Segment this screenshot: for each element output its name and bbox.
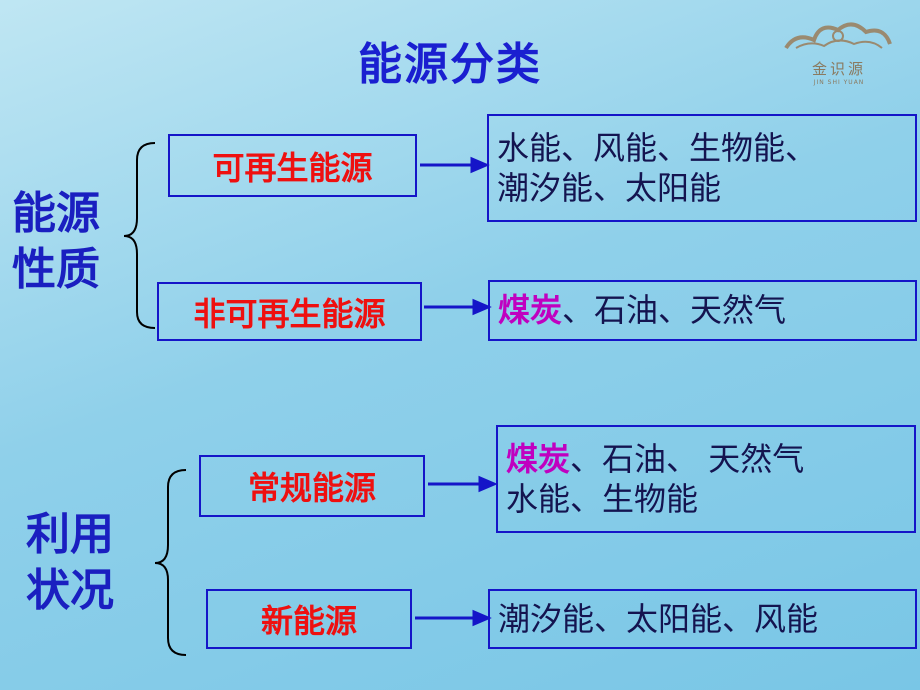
page-title: 能源分类	[358, 39, 542, 90]
highlight-coal: 煤炭	[498, 291, 563, 329]
type-box-conventional: 常规能源	[199, 455, 425, 517]
examples-box-new: 潮汐能、太阳能、风能	[488, 589, 917, 649]
examples-box-renewable: 水能、风能、生物能、 潮汐能、太阳能	[487, 114, 917, 222]
type-box-renewable: 可再生能源	[168, 134, 417, 197]
highlight-coal-2: 煤炭	[506, 440, 571, 478]
logo-subtitle: JIN SHI YUAN	[813, 79, 865, 86]
examples-box-nonrenewable: 煤炭、石油、天然气	[488, 280, 917, 341]
examples-box-conventional: 煤炭、石油、 天然气 水能、生物能	[496, 425, 916, 533]
brace-2	[154, 469, 187, 656]
type-box-new: 新能源	[206, 589, 412, 649]
category-label-usage: 利用 状况	[26, 509, 114, 616]
logo-name: 金识源	[811, 60, 866, 78]
cloud-logo-icon	[784, 22, 892, 50]
brace-1	[123, 142, 156, 329]
category-label-nature: 能源 性质	[12, 188, 100, 295]
type-box-nonrenewable: 非可再生能源	[157, 282, 422, 341]
logo: 金识源 JIN SHI YUAN	[776, 12, 902, 86]
